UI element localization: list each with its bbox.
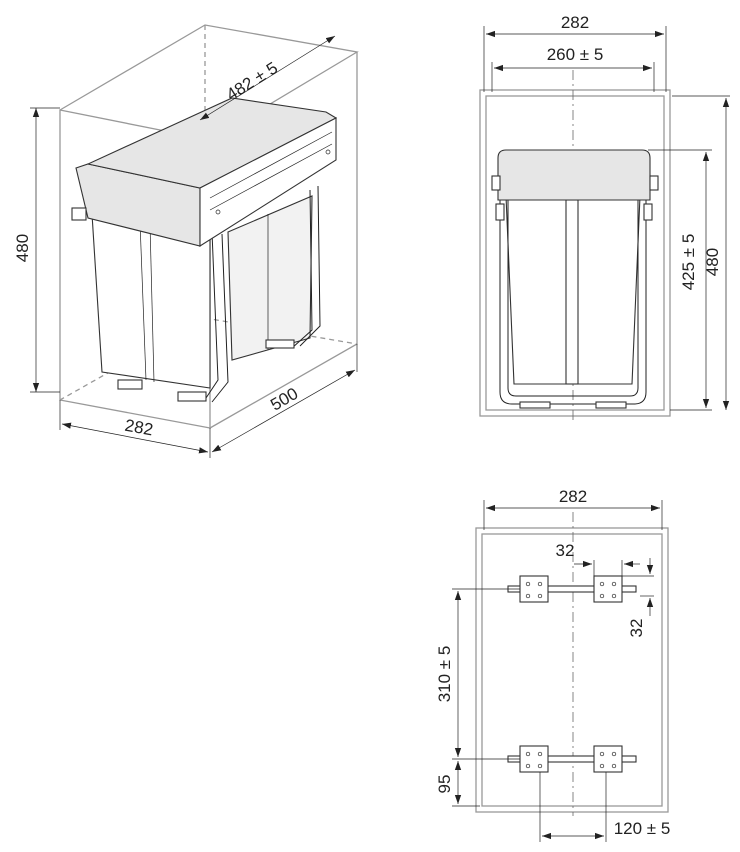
front-bracket-left: [519, 745, 549, 773]
dim-front-outer-width: 282: [483, 13, 667, 92]
dim-front-offset-label: 95: [435, 775, 454, 794]
dim-bracket-width-label: 32: [556, 541, 575, 560]
front-cabinet-inner: [485, 95, 665, 411]
dim-front-inner-height: 425 ± 5: [648, 149, 712, 411]
top-cabinet-inner: [481, 533, 663, 807]
top-cabinet-outer: [475, 527, 669, 813]
dim-rail-spacing-label: 310 ± 5: [435, 646, 454, 703]
dim-depth: 500: [211, 344, 358, 453]
dim-depth-label: 500: [267, 384, 301, 415]
dim-side-offset: 120 ± 5: [539, 772, 671, 842]
front-foot-left: [117, 379, 143, 390]
dim-top-width: 282: [483, 487, 663, 530]
rear-bracket-left: [519, 575, 549, 603]
front-view: 282 260 ± 5 425 ± 5 480: [479, 13, 730, 420]
isometric-view: 482 ± 5 480 282 500: [13, 24, 359, 458]
dim-front-outer-height-label: 480: [703, 248, 722, 276]
front-rail: [507, 745, 637, 773]
front-cabinet-outer: [479, 89, 671, 417]
front-bin-unit: [491, 149, 659, 409]
dim-front-outer-height: 480: [672, 95, 730, 410]
waste-bin-unit: [71, 97, 338, 403]
dim-inner-depth-label: 482 ± 5: [223, 58, 281, 104]
dim-height-label: 480: [13, 234, 32, 262]
dim-width: 282: [59, 400, 211, 458]
dim-top-width-label: 282: [559, 487, 587, 506]
lid-side: [199, 117, 337, 247]
front-lid: [497, 149, 651, 201]
dim-front-inner-width-label: 260 ± 5: [547, 45, 604, 64]
dim-front-outer-width-label: 282: [561, 13, 589, 32]
dim-height: 480: [13, 107, 60, 393]
rear-rail: [507, 575, 637, 603]
front-foot-right: [177, 391, 207, 402]
dim-bracket-depth: 32: [622, 558, 654, 637]
rear-foot: [265, 339, 295, 349]
dim-width-label: 282: [123, 416, 154, 440]
top-view: 282 32 32 310 ± 5 95: [435, 487, 670, 842]
left-handle: [71, 207, 87, 221]
dim-bracket-depth-label: 32: [627, 619, 646, 638]
dim-side-offset-label: 120 ± 5: [614, 819, 671, 838]
rear-bracket-right: [593, 575, 623, 603]
rear-bin: [227, 195, 313, 361]
front-bracket-right: [593, 745, 623, 773]
dim-front-offset: 95: [435, 761, 480, 807]
dim-bracket-width: 32: [556, 541, 640, 576]
dim-front-inner-height-label: 425 ± 5: [679, 234, 698, 291]
dim-front-inner-width: 260 ± 5: [491, 45, 655, 92]
dim-rail-spacing: 310 ± 5: [435, 588, 520, 760]
